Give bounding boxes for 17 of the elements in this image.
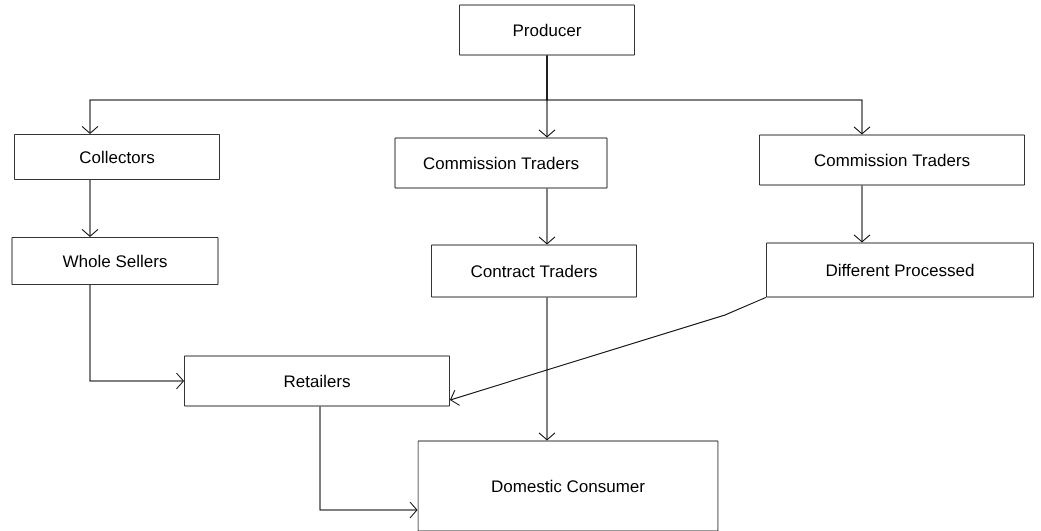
- process-box: Different Processed: [766, 242, 1034, 298]
- process-box: Commission Traders: [394, 137, 608, 189]
- arrow: [81, 179, 99, 237]
- arrow: [538, 296, 556, 441]
- process-box: Whole Sellers: [11, 237, 219, 285]
- arrow: [853, 184, 871, 243]
- arrow: [546, 54, 871, 135]
- process-box: Producer: [459, 4, 635, 56]
- process-box: Commission Traders: [759, 134, 1025, 186]
- process-box: Contract Traders: [431, 244, 637, 298]
- process-box: Domestic Consumer: [417, 440, 719, 531]
- arrow: [450, 296, 767, 406]
- arrow: [538, 187, 556, 245]
- arrow: [319, 405, 418, 519]
- process-box: Collectors: [14, 134, 220, 180]
- process-box: Retailers: [184, 355, 450, 407]
- arrow: [89, 284, 184, 390]
